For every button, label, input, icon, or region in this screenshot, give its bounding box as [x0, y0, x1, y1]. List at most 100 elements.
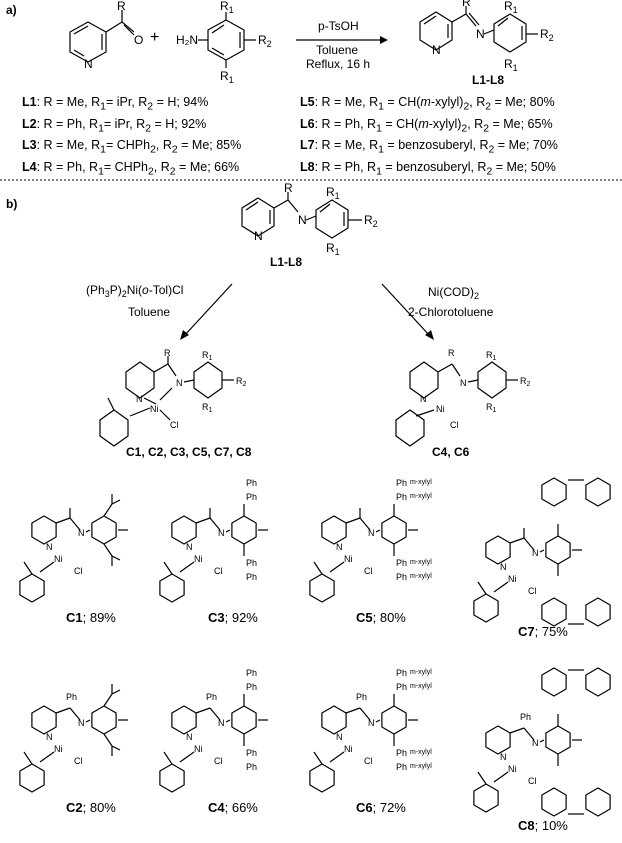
svg-text:m-xylyl: m-xylyl	[410, 669, 432, 676]
svg-text:Ph: Ph	[396, 668, 407, 678]
svg-text:Ni: Ni	[194, 554, 203, 564]
list-item-L2: L2: R = Ph, R1= iPr, R2 = H; 92%	[22, 116, 207, 135]
svg-text:Ni: Ni	[508, 764, 517, 774]
svg-text:R: R	[117, 0, 126, 13]
svg-text:N: N	[432, 43, 441, 57]
svg-text:N: N	[78, 718, 85, 728]
svg-text:N: N	[176, 378, 183, 388]
list-item-L1: L1: R = Me, R1= iPr, R2 = H; 94%	[22, 95, 209, 113]
right-products-label: C4, C6	[432, 445, 470, 459]
left-solvent: Toluene	[128, 305, 170, 319]
ligand-list-right: L5: R = Me, R1 = CH(m-xylyl)2, R2 = Me; …	[300, 94, 558, 180]
svg-text:R2: R2	[364, 213, 378, 229]
svg-text:R1: R1	[486, 350, 497, 362]
svg-text:Ni: Ni	[54, 554, 63, 564]
svg-text:R2: R2	[258, 33, 272, 49]
svg-text:N: N	[460, 378, 467, 388]
svg-text:Ph: Ph	[246, 572, 257, 582]
svg-text:N: N	[298, 213, 307, 227]
svg-text:Ph: Ph	[396, 748, 407, 758]
svg-text:Cl: Cl	[74, 566, 83, 576]
svg-text:N: N	[532, 548, 539, 558]
svg-text:Ph: Ph	[396, 762, 407, 772]
svg-text:R1: R1	[486, 402, 497, 414]
label-C3: C3; 92%	[208, 610, 258, 625]
reagent-label: p-TsOH	[318, 19, 359, 33]
svg-text:m-xylyl: m-xylyl	[410, 683, 432, 690]
svg-text:R1: R1	[326, 241, 340, 257]
svg-text:Ph: Ph	[396, 682, 407, 692]
svg-text:R: R	[164, 348, 171, 358]
svg-text:N: N	[500, 562, 507, 572]
svg-text:N: N	[46, 732, 53, 742]
list-item-L8: L8: R = Ph, R1 = benzosuberyl, R2 = Me; …	[300, 159, 556, 178]
svg-text:Ni: Ni	[508, 574, 517, 584]
svg-text:R1: R1	[202, 350, 213, 362]
svg-text:R: R	[462, 0, 471, 9]
label-C2: C2; 80%	[66, 800, 116, 815]
svg-text:Cl: Cl	[528, 776, 537, 786]
label-C7: C7; 75%	[518, 624, 568, 639]
svg-text:N: N	[186, 542, 193, 552]
svg-text:N: N	[46, 542, 53, 552]
complexes-row-1: NNNiClNNNiClPhPhPhPhNNNiClPhPhPhPhm-xyly…	[19, 477, 611, 627]
svg-text:N: N	[218, 528, 225, 538]
svg-text:R: R	[284, 181, 293, 195]
svg-text:Cl: Cl	[364, 566, 373, 576]
svg-text:Ph: Ph	[356, 692, 367, 702]
svg-text:Ph: Ph	[246, 682, 257, 692]
label-C1: C1; 89%	[66, 610, 116, 625]
svg-text:N: N	[136, 394, 143, 404]
svg-text:Ph: Ph	[246, 668, 257, 678]
svg-text:m-xylyl: m-xylyl	[410, 573, 432, 580]
svg-text:Ph: Ph	[66, 692, 77, 702]
ligand-list-left: L1: R = Me, R1= iPr, R2 = H; 94% L2: R =…	[22, 94, 241, 180]
svg-text:Cl: Cl	[528, 586, 537, 596]
svg-text:R1: R1	[504, 0, 518, 15]
ligand-b-structure: R N N R1 R1 R2	[241, 181, 378, 257]
svg-text:R2: R2	[540, 27, 554, 43]
svg-text:m-xylyl: m-xylyl	[410, 749, 432, 756]
svg-text:N: N	[476, 27, 485, 41]
svg-text:N: N	[78, 528, 85, 538]
label-C4: C4; 66%	[208, 800, 258, 815]
svg-text:Cl: Cl	[364, 756, 373, 766]
svg-text:O: O	[134, 33, 143, 47]
svg-text:Ph: Ph	[520, 712, 531, 722]
complexes-row-2: PhNNNiClPhNNNiClPhPhPhPhPhNNNiClPhPhPhPh…	[19, 667, 611, 817]
svg-text:Ph: Ph	[246, 748, 257, 758]
list-item-L4: L4: R = Ph, R1= CHPh2, R2 = Me; 66%	[22, 159, 240, 178]
svg-text:Ph: Ph	[246, 478, 257, 488]
arrow-left	[183, 283, 233, 337]
ligand-b-label: L1-L8	[270, 255, 302, 269]
solvent-label: Toluene	[316, 43, 358, 57]
svg-text:Ph: Ph	[206, 692, 217, 702]
list-item-L7: L7: R = Me, R1 = benzosuberyl, R2 = Me; …	[300, 138, 558, 156]
svg-text:Cl: Cl	[74, 756, 83, 766]
svg-text:N: N	[420, 394, 427, 404]
svg-text:N: N	[336, 732, 343, 742]
complex-generic-right: R N N Ni Cl R1 R1 R2	[395, 348, 531, 447]
svg-text:N: N	[336, 542, 343, 552]
list-item-L3: L3: R = Me, R1= CHPh2, R2 = Me; 85%	[22, 138, 242, 156]
svg-text:N: N	[254, 229, 263, 243]
svg-text:R1: R1	[220, 0, 234, 15]
pyridyl-ketone-structure: R O N	[69, 0, 143, 71]
right-solvent: 2-Chlorotoluene	[408, 305, 494, 319]
svg-text:R1: R1	[202, 402, 213, 414]
svg-text:N: N	[186, 732, 193, 742]
product-label: L1-L8	[472, 73, 504, 87]
svg-text:Ph: Ph	[246, 492, 257, 502]
svg-text:m-xylyl: m-xylyl	[410, 479, 432, 486]
svg-text:R1: R1	[326, 185, 340, 201]
svg-text:Cl: Cl	[214, 566, 223, 576]
condition-label: Reflux, 16 h	[306, 57, 370, 71]
list-item-L6: L6: R = Ph, R1 = CH(m-xylyl)2, R2 = Me; …	[300, 116, 553, 135]
svg-text:Ph: Ph	[396, 492, 407, 502]
label-C5: C5; 80%	[356, 610, 406, 625]
svg-text:Ph: Ph	[396, 572, 407, 582]
svg-text:Cl: Cl	[450, 420, 459, 430]
svg-text:Ni: Ni	[150, 404, 159, 414]
svg-text:N: N	[532, 738, 539, 748]
svg-text:Ph: Ph	[396, 478, 407, 488]
